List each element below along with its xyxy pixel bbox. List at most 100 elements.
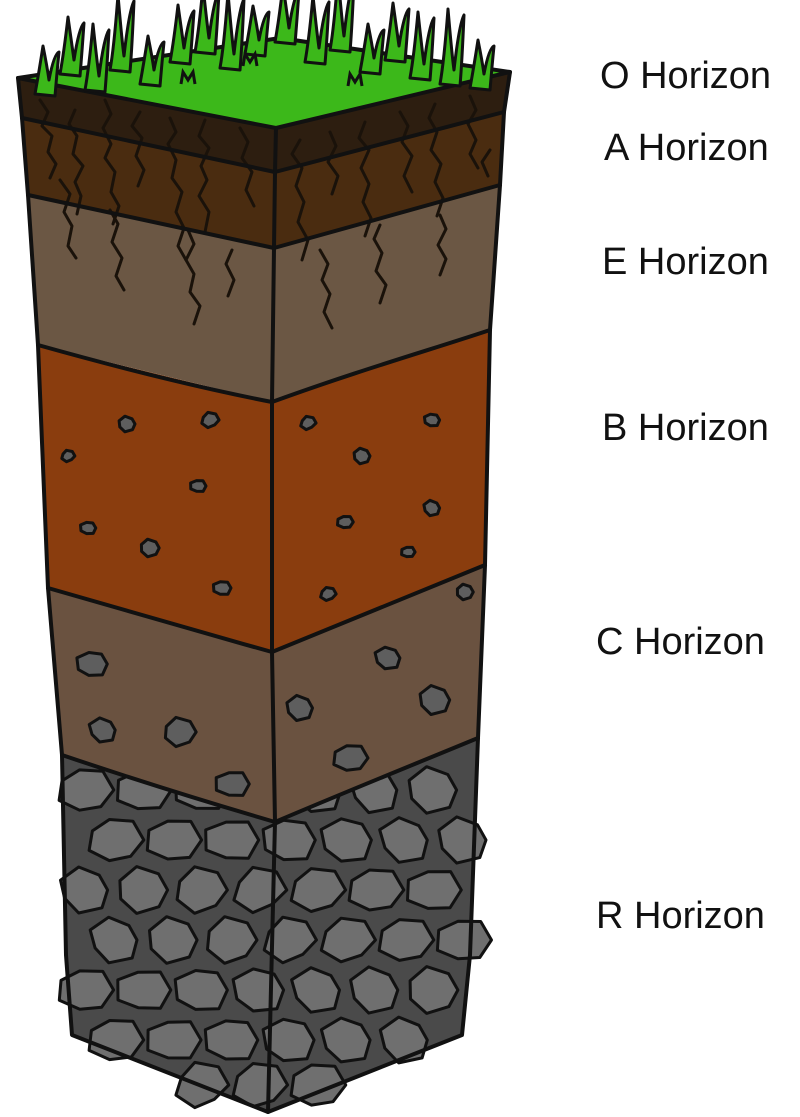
grass-blade [168,3,196,66]
horizon-labels: O Horizon A Horizon E Horizon B Horizon … [596,55,771,937]
grass-blade [33,44,61,98]
b-horizon-pebbles [60,410,442,602]
root [108,208,126,292]
pebble [400,545,417,559]
pebble [117,414,137,434]
root [67,108,85,216]
grass-blade [408,10,436,82]
pebble [189,479,208,493]
root [427,102,445,218]
bedrock-stone [261,818,317,862]
center-edge [266,126,278,1114]
root [166,116,188,262]
bedrock-stone [173,969,229,1011]
root [326,130,340,196]
e-horizon-layer [28,185,500,402]
bedrock-stone [378,816,429,864]
grass-blade [468,38,496,92]
root [38,98,58,180]
bedrock-stone [175,865,229,915]
a-horizon-fill [22,112,504,248]
grass-blade [358,22,386,76]
bedrock-stone [206,915,259,965]
bedrock-stone [204,820,261,860]
pebble [299,414,318,432]
label-b-horizon: B Horizon [602,407,769,449]
root [357,120,373,238]
c-horizon-rocks [75,582,475,797]
pebble [211,580,233,596]
rock [373,645,402,671]
label-e-horizon: E Horizon [602,241,769,283]
label-o-horizon: O Horizon [600,55,771,97]
grass-blade [273,0,300,46]
o-horizon-fill [18,72,510,172]
grass-blade [193,0,221,56]
rock [163,715,198,749]
pebble [79,520,98,536]
b-horizon-layer [38,330,490,652]
b-horizon-fill [38,330,490,652]
grass-blade [303,0,331,66]
root [197,118,211,234]
bedrock-stone [289,867,348,913]
bedrock-stone [146,1020,203,1060]
rock [75,651,109,677]
rock [455,582,475,602]
bedrock-stone [435,919,493,961]
bedrock-stone [57,768,116,812]
bedrock-stone [261,1017,316,1063]
pebble [352,446,372,466]
bedrock-stone [407,765,459,815]
bedrock-stone [88,915,139,965]
bedrock-stone [319,916,377,964]
grass-tuft-mark [179,67,197,85]
bedrock-stone [203,1019,260,1061]
bedrock-stone [59,865,110,915]
root [480,148,492,178]
bedrock-stone [408,965,460,1015]
bedrock-stone [118,865,170,915]
pebble [319,586,338,602]
grass-blade [108,0,136,74]
bedrock-stone [57,969,116,1011]
pebble [200,410,221,430]
a-horizon-layer [22,112,504,248]
c-horizon-fill [48,565,485,822]
root [318,248,334,330]
bedrock-stone [262,915,318,965]
root [398,110,414,194]
pebble [60,448,77,464]
grass-blade [138,34,166,88]
rock [332,744,370,772]
bedrock-stone [289,1063,348,1107]
bedrock-stone [377,918,436,962]
c-horizon-layer [48,565,485,822]
rock [87,716,117,744]
root [224,248,236,298]
outline [16,70,512,1114]
o-horizon-layer [18,72,510,172]
label-c-horizon: C Horizon [596,621,765,663]
pebble [336,515,355,530]
layer-boundaries [16,70,512,1114]
bedrock-stone [349,965,400,1015]
bedrock-stone [87,818,146,863]
grass-tuft-mark [241,49,259,67]
bedrock-stone [319,1016,372,1064]
bedrock-stone [290,966,341,1014]
root [184,228,202,326]
rock [285,693,314,722]
e-horizon-fill [28,185,500,402]
grass-blade [83,22,111,94]
grass-tuft-mark [346,69,364,87]
root [466,94,480,170]
grass-blade [383,1,411,64]
rock [418,684,452,716]
bedrock-stone [231,1062,290,1109]
grass-blade [243,4,271,58]
root [436,213,448,277]
root [130,110,146,188]
bedrock-stone [319,817,373,863]
